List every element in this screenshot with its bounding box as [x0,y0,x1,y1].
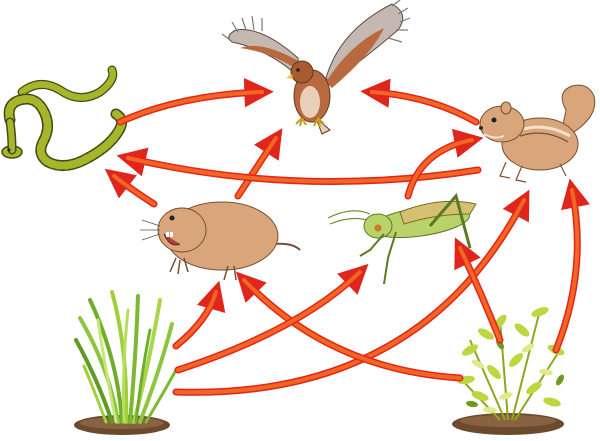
arrow-chipmunk-to-hawk [360,78,480,126]
arrow-grass-to-grasshopper [174,263,369,374]
arrow-shrub-to-grasshopper [454,237,504,344]
arrow-snake-to-hawk [116,77,274,126]
snake-icon [1,65,127,171]
arrow-chipmunk-to-snake [116,147,482,186]
chipmunk-icon [479,84,596,183]
arrow-shrub-to-gopher [235,271,464,382]
hawk-icon [221,0,411,135]
food-web-arrows [104,77,590,396]
arrow-gopher-to-hawk [234,128,283,200]
arrow-shrub-to-chipmunk [552,178,590,354]
gopher-icon [140,201,301,281]
grasshopper-icon [327,192,477,285]
arrow-grasshopper-to-chipmunk [404,128,484,200]
grass-icon [74,290,178,435]
arrow-gopher-to-snake [104,168,158,208]
arrow-grass-to-chipmunk [172,189,530,396]
shrub-icon [452,307,565,435]
arrow-grass-to-gopher [172,280,226,350]
